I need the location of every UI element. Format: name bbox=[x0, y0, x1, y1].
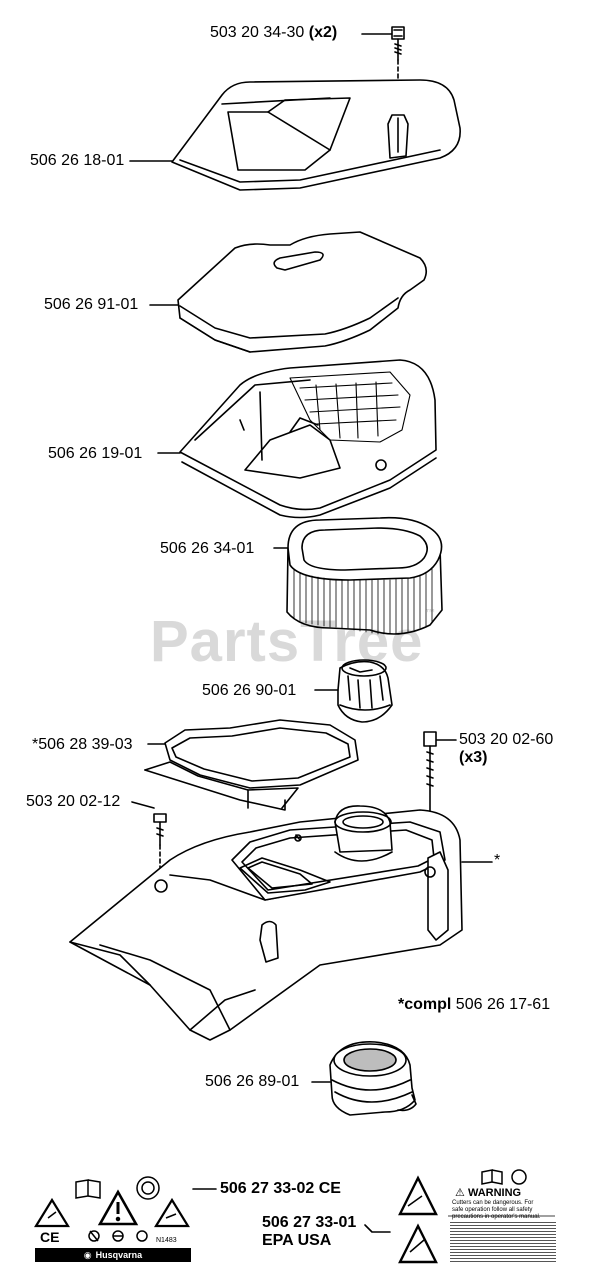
label-air-filter: 506 26 34-01 bbox=[160, 540, 254, 558]
warning-line: precautions in operator's manual. bbox=[452, 1214, 541, 1220]
decal-ce-brand-bar: ◉ Husqvarna bbox=[35, 1248, 191, 1262]
label-asterisk: * bbox=[494, 852, 500, 870]
part-number: 506 27 33-01 bbox=[262, 1214, 357, 1231]
cover-drawing bbox=[129, 79, 461, 191]
label-decal-ce: 506 27 33-02 CE bbox=[220, 1180, 341, 1198]
part-number: 503 20 34-30 bbox=[210, 24, 305, 41]
part-number: 503 20 02-12 bbox=[26, 793, 121, 810]
part-number: 503 20 02-60 bbox=[459, 731, 554, 748]
label-filter-holder: 506 26 90-01 bbox=[202, 682, 296, 700]
label-filter-pad: 506 26 91-01 bbox=[44, 296, 138, 314]
warning-label: WARNING bbox=[467, 1187, 522, 1199]
label-decal-epa: 506 27 33-01 EPA USA bbox=[262, 1214, 356, 1250]
decal-warning-header: ⚠ WARNING bbox=[455, 1186, 521, 1199]
part-number: 506 26 90-01 bbox=[202, 682, 297, 699]
intake-boot-drawing bbox=[311, 1041, 417, 1116]
label-intake-boot: 506 26 89-01 bbox=[205, 1073, 299, 1091]
label-complete-assembly: *compl 506 26 17-61 bbox=[398, 996, 550, 1014]
label-cover: 506 26 18-01 bbox=[30, 152, 124, 170]
label-filter-housing: 506 26 19-01 bbox=[48, 445, 142, 463]
part-number: 506 26 18-01 bbox=[30, 152, 125, 169]
watermark-brand: PartsTree bbox=[150, 609, 424, 674]
part-number: 506 27 33-02 CE bbox=[220, 1180, 341, 1197]
part-number: 506 26 34-01 bbox=[160, 540, 255, 557]
air-filter-drawing bbox=[273, 516, 443, 635]
filter-pad-drawing bbox=[149, 231, 428, 353]
part-number: 506 26 89-01 bbox=[205, 1073, 300, 1090]
warning-line: Cutters can be dangerous. For bbox=[452, 1200, 534, 1206]
decal-epa-drawing bbox=[398, 1169, 555, 1264]
gasket-drawing bbox=[144, 719, 359, 811]
label-small-screw: 503 20 02-12 bbox=[26, 793, 120, 811]
part-number: *506 28 39-03 bbox=[32, 736, 133, 753]
label-screw-top: 503 20 34-30 (x2) bbox=[210, 24, 337, 42]
filter-holder-drawing bbox=[314, 659, 393, 723]
decal-warning-text: Cutters can be dangerous. For safe opera… bbox=[452, 1200, 556, 1221]
small-screw-drawing bbox=[131, 801, 167, 881]
main-housing-drawing bbox=[69, 805, 493, 1041]
filter-housing-drawing bbox=[157, 359, 437, 519]
decal-ce-code: N1483 bbox=[156, 1237, 177, 1244]
husqvarna-logo-icon: ◉ bbox=[83, 1249, 92, 1260]
part-number: * bbox=[494, 852, 501, 869]
part-number: 506 26 91-01 bbox=[44, 296, 139, 313]
part-prefix: *compl bbox=[398, 996, 452, 1013]
part-note: EPA USA bbox=[262, 1232, 332, 1249]
warning-triangle-icon: ⚠ bbox=[455, 1187, 465, 1199]
label-housing-bolt: 503 20 02-60 (x3) bbox=[459, 731, 553, 767]
label-gasket: *506 28 39-03 bbox=[32, 736, 133, 754]
part-number: 506 26 17-61 bbox=[455, 996, 551, 1013]
part-number: 506 26 19-01 bbox=[48, 445, 143, 462]
decal-fine-print-block bbox=[450, 1220, 556, 1262]
watermark-tm: ™ bbox=[425, 608, 437, 619]
warning-line: safe operation follow all safety bbox=[452, 1207, 533, 1213]
decal-ce-mark: CE bbox=[40, 1229, 60, 1245]
part-qty: (x2) bbox=[308, 24, 338, 41]
part-qty: (x3) bbox=[459, 749, 488, 766]
decal-brand: Husqvarna bbox=[95, 1250, 143, 1260]
